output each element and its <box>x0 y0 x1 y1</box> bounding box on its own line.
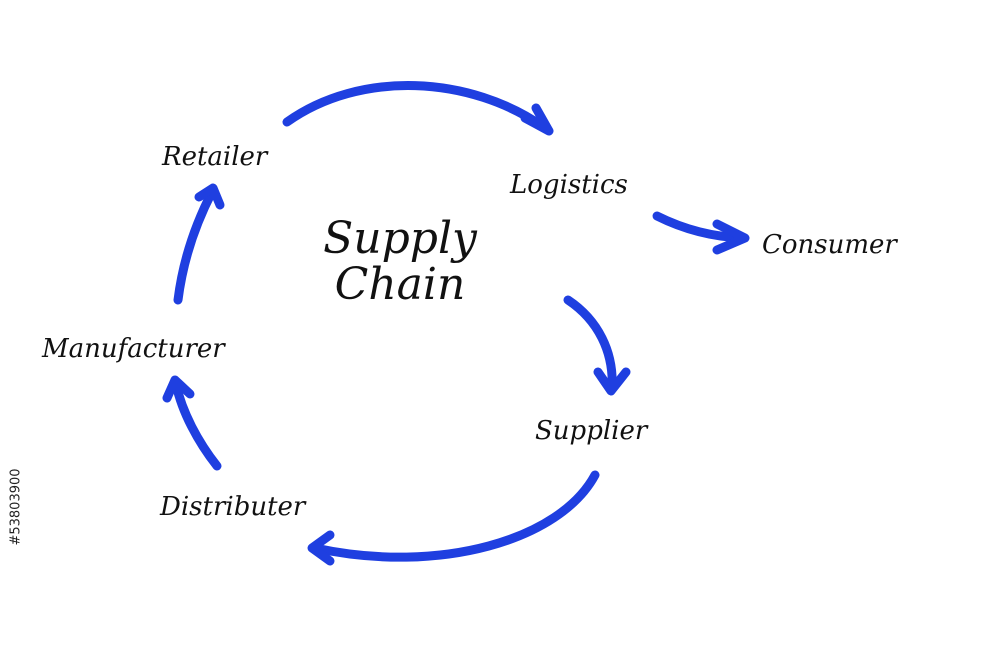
title-line-supply: Supply <box>323 213 477 264</box>
arrow-supplier-to-distributer-head <box>307 530 335 566</box>
arrow-logistics-to-consumer-head <box>712 219 750 255</box>
title-line-chain: Chain <box>334 259 466 311</box>
side-image-id: #53803900 <box>6 432 26 582</box>
node-manufacturer: Manufacturer <box>42 334 225 364</box>
diagram-title: Supply Chain <box>270 213 530 311</box>
arrow-manufacturer-to-retailer <box>173 187 217 305</box>
arrow-retailer-to-logistics-head <box>520 103 554 136</box>
arrow-distributer-to-manufacturer-head <box>162 375 195 403</box>
arrow-supplier-to-distributer <box>310 470 600 562</box>
arrow-chain-to-supplier-head <box>593 367 631 396</box>
arrow-retailer-to-logistics <box>282 81 550 133</box>
node-supplier: Supplier <box>535 416 648 446</box>
side-image-id-text: #53803900 <box>8 468 24 546</box>
arrow-chain-to-supplier <box>563 295 617 393</box>
arrow-manufacturer-to-retailer-head <box>194 183 225 210</box>
node-distributer: Distributer <box>160 492 306 522</box>
node-logistics: Logistics <box>510 170 628 200</box>
node-retailer: Retailer <box>162 142 268 172</box>
node-consumer: Consumer <box>762 230 897 260</box>
arrow-distributer-to-manufacturer <box>171 379 222 471</box>
